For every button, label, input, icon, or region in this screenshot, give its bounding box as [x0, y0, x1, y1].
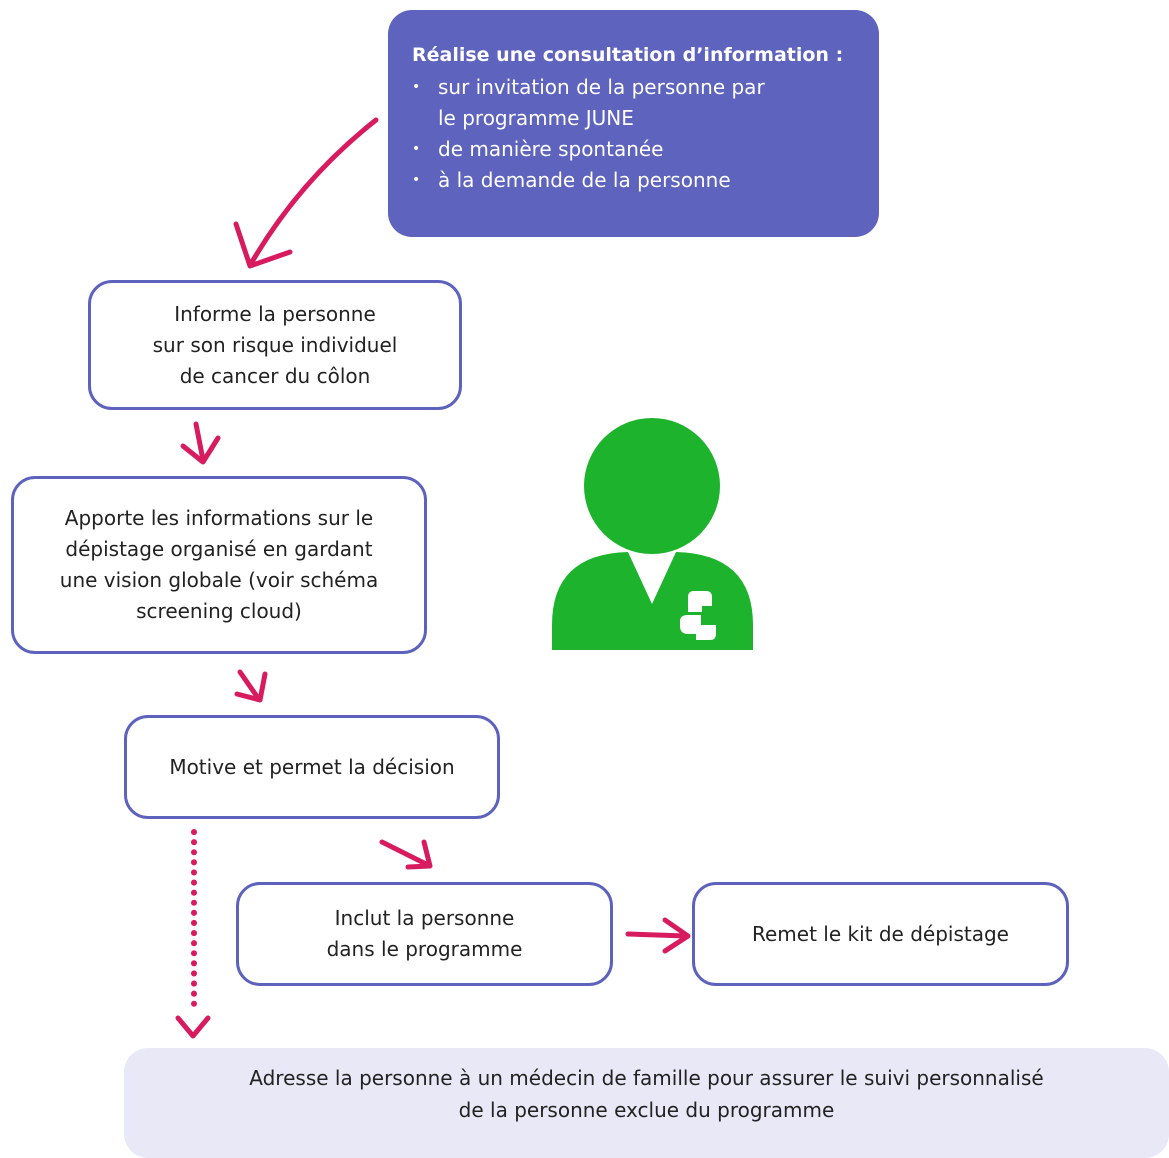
- doctor-person-icon: [552, 418, 753, 650]
- step-motivate-box: Motive et permet la décision: [124, 715, 500, 819]
- step-text: dépistage organisé en gardant: [65, 537, 373, 561]
- arrowhead: [662, 917, 691, 954]
- arrow-curved: [249, 117, 379, 265]
- arrow-down: [193, 421, 206, 463]
- step-text: screening cloud): [136, 599, 302, 623]
- step-text: Inclut la personne: [334, 906, 515, 930]
- step-text: Apporte les informations sur le: [64, 506, 374, 530]
- list-item-continuation: le programme JUNE: [412, 103, 855, 134]
- list-item-text: de manière spontanée: [438, 137, 664, 161]
- step-text: Remet le kit de dépistage: [752, 921, 1009, 946]
- list-item: à la demande de la personne: [412, 165, 855, 196]
- arrow-diagonal: [379, 839, 431, 868]
- consultation-title: Réalise une consultation d’information :: [412, 44, 844, 66]
- consultation-list: sur invitation de la personne par le pro…: [412, 72, 855, 196]
- arrowhead: [180, 435, 221, 465]
- referral-box: Adresse la personne à un médecin de fami…: [124, 1048, 1169, 1158]
- referral-text: de la personne exclue du programme: [458, 1098, 835, 1122]
- step-text: dans le programme: [326, 937, 523, 961]
- step-text: Informe la personne: [174, 301, 376, 326]
- step-provide-box: Apporte les informations sur le dépistag…: [11, 476, 427, 654]
- list-item-text: le programme JUNE: [438, 106, 634, 130]
- step-text: une vision globale (voir schéma: [59, 568, 379, 592]
- list-item: de manière spontanée: [412, 134, 855, 165]
- step-kit-box: Remet le kit de dépistage: [692, 882, 1069, 986]
- medical-cross-icon: [680, 591, 716, 640]
- arrow-right: [625, 931, 689, 939]
- arrow-down: [237, 669, 261, 701]
- list-item: sur invitation de la personne par: [412, 72, 855, 103]
- arrowhead: [175, 1015, 211, 1039]
- step-text: Motive et permet la décision: [169, 754, 455, 779]
- list-item-text: sur invitation de la personne par: [438, 75, 765, 99]
- arrowhead: [233, 221, 293, 269]
- step-text: sur son risque individuel: [152, 332, 398, 357]
- referral-text: Adresse la personne à un médecin de fami…: [249, 1066, 1044, 1090]
- arrowhead: [234, 671, 268, 703]
- step-text: de cancer du côlon: [179, 363, 371, 388]
- arrowhead: [405, 839, 433, 870]
- list-item-text: à la demande de la personne: [438, 168, 731, 192]
- step-include-box: Inclut la personne dans le programme: [236, 882, 613, 986]
- step-inform-box: Informe la personne sur son risque indiv…: [88, 280, 462, 410]
- consultation-box: Réalise une consultation d’information :…: [388, 10, 879, 237]
